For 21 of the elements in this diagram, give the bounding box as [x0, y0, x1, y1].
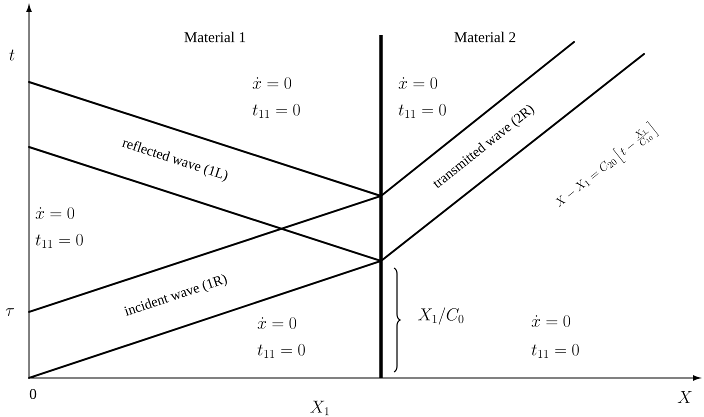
condition-label: $t_{11} = 0$ [532, 344, 579, 358]
condition-label: $t_{11} = 0$ [258, 344, 305, 358]
axis-label: $X$ [678, 391, 692, 403]
wave-label: incident wave (1R) [124, 274, 227, 316]
condition-label: $\dot{x} = 0$ [532, 315, 570, 327]
condition-label: $t_{11} = 0$ [398, 104, 446, 118]
axis-label: $X_1$ [310, 400, 329, 416]
condition-label: $t_{11} = 0$ [252, 104, 300, 118]
axis-label: $\tau$ [6, 308, 14, 316]
wave-label: reflected wave (1L) [122, 140, 228, 182]
condition-label: $\dot{x} = 0$ [258, 317, 296, 329]
region-title: Material 2 [454, 32, 516, 42]
axis-label: $t$ [9, 50, 15, 60]
condition-label: $\dot{x} = 0$ [398, 77, 438, 89]
duration-label: $X_1 / C_0$ [418, 307, 464, 325]
axis-label: 0 [30, 388, 36, 400]
region-title: Material 1 [184, 32, 246, 42]
condition-label: $t_{11} = 0$ [36, 234, 83, 248]
condition-label: $\dot{x} = 0$ [36, 207, 74, 219]
wave-equation: $X - X_1 = C_{20}\left[\, t - \frac{X_1}{C_{10}} \,\right]$ [556, 121, 659, 208]
condition-label: $\dot{x} = 0$ [252, 77, 292, 89]
